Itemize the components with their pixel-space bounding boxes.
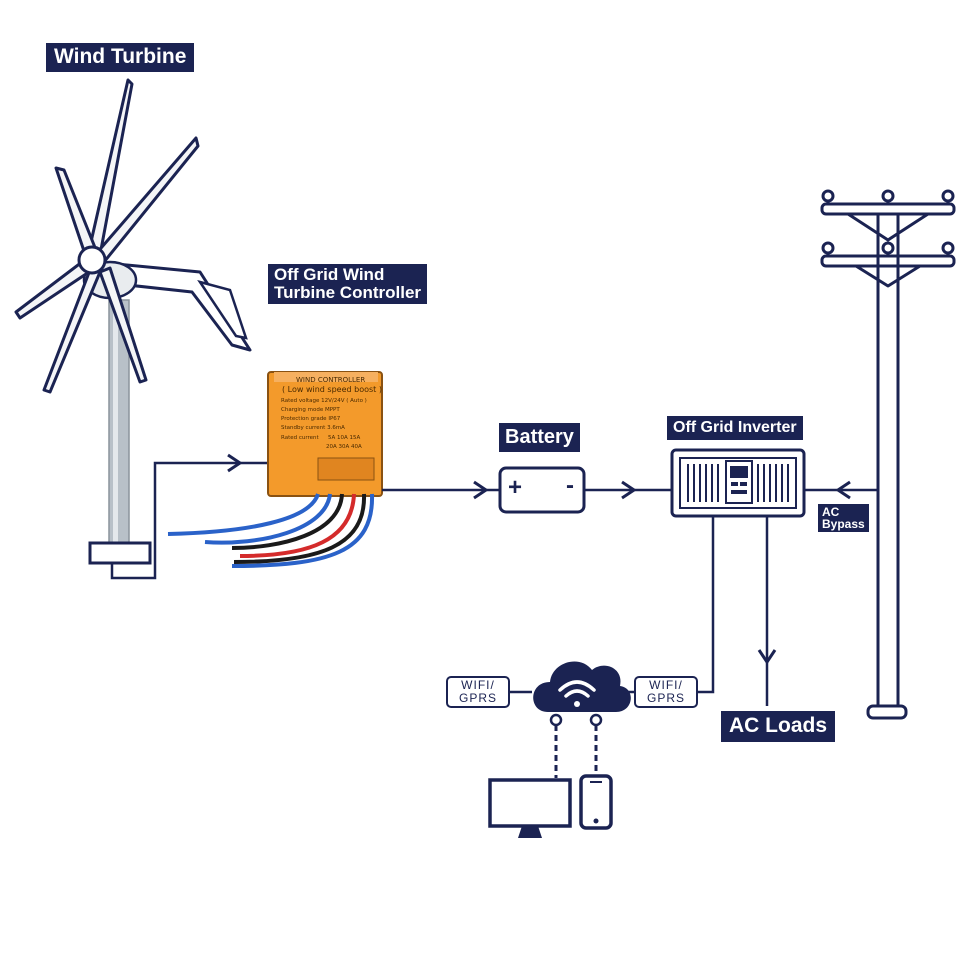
pole-crossarm-top <box>820 202 956 216</box>
controller-standby: Standby current 3.6mA <box>281 425 345 431</box>
label-battery: Battery <box>499 423 580 452</box>
insulator-6 <box>941 241 955 255</box>
inverter-vents-right <box>757 464 789 502</box>
turbine-tail-slot <box>197 279 248 340</box>
label-controller-line1: Off Grid Wind <box>274 265 385 284</box>
inverter-button-2 <box>740 482 747 486</box>
wind-turbine-icon <box>14 78 252 565</box>
turbine-blade-6 <box>98 266 148 384</box>
controller-rated-voltage: Rated voltage 12V/24V ( Auto ) <box>281 398 367 404</box>
cable-black-1 <box>231 493 344 550</box>
cloud-wifi-icon <box>533 661 631 712</box>
arrow-to-inverter <box>621 480 637 500</box>
monitor-stand <box>518 826 542 838</box>
pole-shaft <box>876 214 900 706</box>
arrow-to-loads <box>757 649 777 665</box>
wifi-gprs-right-badge: WIFI/ GPRS <box>634 676 698 708</box>
insulator-4 <box>821 241 835 255</box>
battery-positive-terminal: + <box>508 474 523 501</box>
wifi-left-line1: WIFI/ <box>461 678 495 692</box>
pole-brace-top <box>847 212 929 242</box>
controller-current-row2: 20A 30A 40A <box>326 444 362 450</box>
battery-negative-terminal: - <box>566 472 574 499</box>
turbine-tower-highlight <box>113 300 118 548</box>
wifi-dot <box>574 701 580 707</box>
controller-protection: Protection grade IP67 <box>281 416 341 422</box>
inverter-icon <box>670 448 806 518</box>
turbine-blade-3 <box>54 166 98 256</box>
turbine-to-controller-wire <box>110 461 268 580</box>
insulator-5 <box>881 241 895 255</box>
insulator-1 <box>821 189 835 203</box>
controller-button-panel <box>317 457 375 481</box>
arrow-ac-bypass <box>835 480 851 500</box>
inverter-button-1 <box>731 482 738 486</box>
label-inverter: Off Grid Inverter <box>667 416 803 440</box>
cable-blue-3 <box>231 493 375 568</box>
arrow-turbine-to-controller <box>227 453 243 473</box>
controller-subtitle: ( Low wind speed boost ) <box>282 385 382 394</box>
label-controller-line2: Turbine Controller <box>274 283 422 302</box>
wifi-gprs-left-badge: WIFI/ GPRS <box>446 676 510 708</box>
controller-current-row1: 5A 10A 15A <box>328 435 361 441</box>
insulator-3 <box>941 189 955 203</box>
inverter-button-3 <box>731 490 747 494</box>
insulator-2 <box>881 189 895 203</box>
controller-top-face <box>274 372 378 382</box>
wifi-right-line1: WIFI/ <box>649 678 683 692</box>
cloud-shape <box>533 661 631 712</box>
cloud-link-node-2 <box>589 713 603 727</box>
phone-icon <box>579 774 613 830</box>
inverter-screen <box>730 466 748 478</box>
wifi-arc-middle <box>564 689 590 698</box>
cable-blue-2 <box>204 493 332 545</box>
label-wind-turbine: Wind Turbine <box>46 43 195 72</box>
inverter-to-wifi-wire <box>690 516 715 694</box>
monitor-icon <box>488 778 572 838</box>
wifi-right-line2: GPRS <box>646 691 685 705</box>
controller-charging-mode: Charging mode MPPT <box>281 407 340 413</box>
monitor-screen <box>488 778 572 828</box>
label-ac-bypass-line1: AC <box>822 505 840 519</box>
controller-title: WIND CONTROLLER <box>296 376 366 384</box>
inverter-vents-left <box>687 464 719 502</box>
cable-red <box>239 493 356 558</box>
utility-pole-icon <box>820 189 956 720</box>
phone-body <box>579 774 613 830</box>
controller-icon <box>167 371 383 568</box>
cable-black-2 <box>233 493 367 564</box>
label-ac-bypass: AC Bypass <box>818 504 869 532</box>
label-controller: Off Grid Wind Turbine Controller <box>268 264 428 304</box>
turbine-hub <box>77 245 107 275</box>
pole-foot <box>866 704 908 720</box>
arrow-to-battery <box>473 480 489 500</box>
cloud-link-node-1 <box>549 713 563 727</box>
pole-brace-bottom <box>855 264 921 288</box>
label-ac-bypass-line2: Bypass <box>822 517 865 531</box>
pole-crossarm-bottom <box>820 254 956 268</box>
turbine-base <box>88 541 152 565</box>
controller-rated-current: Rated current <box>281 435 319 441</box>
wifi-left-line2: GPRS <box>458 691 497 705</box>
cable-blue-1 <box>167 493 320 536</box>
label-ac-loads: AC Loads <box>721 711 836 742</box>
wifi-arc-outer <box>558 680 596 692</box>
